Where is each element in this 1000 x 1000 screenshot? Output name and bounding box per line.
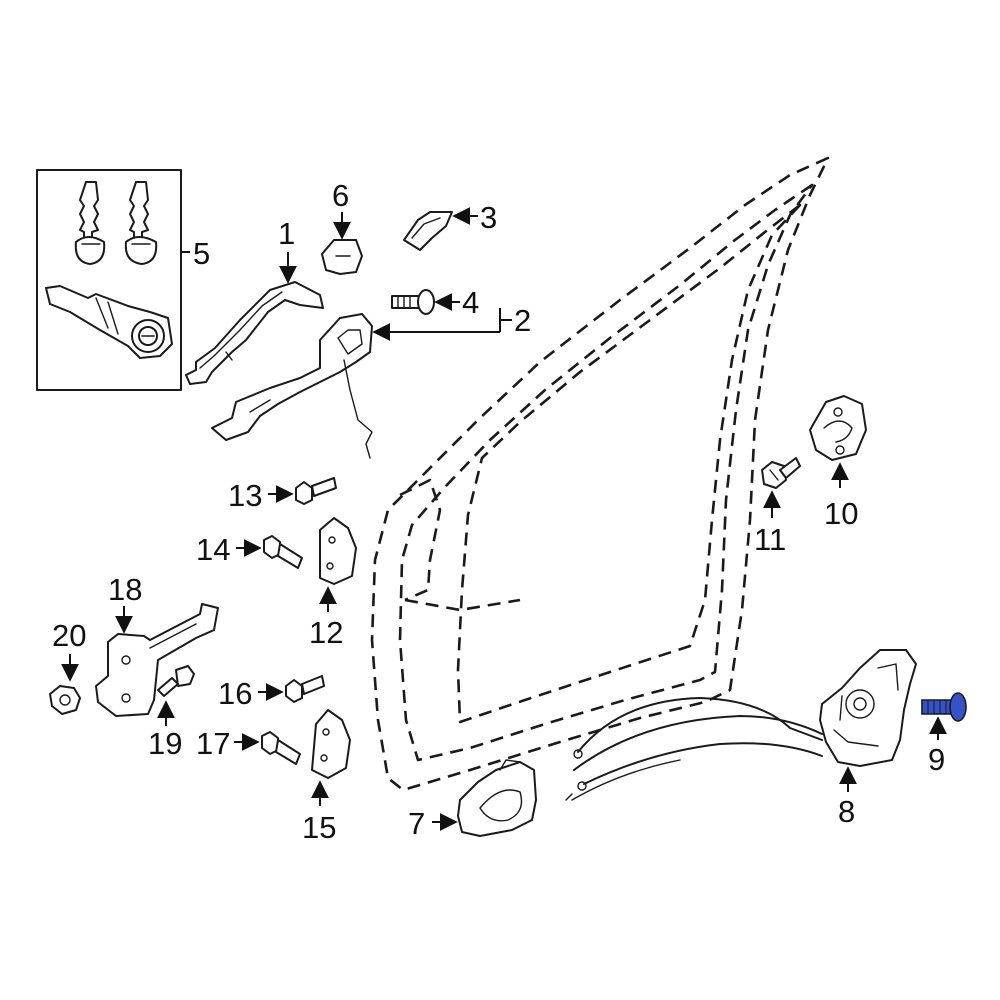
handle-frame[interactable] — [211, 313, 373, 459]
callout-14[interactable]: 14 — [196, 532, 230, 567]
striker[interactable] — [809, 395, 867, 461]
bolt-13[interactable] — [295, 477, 337, 505]
outer-handle[interactable] — [185, 281, 324, 385]
callout-16[interactable]: 16 — [218, 676, 252, 711]
handle-screw[interactable] — [391, 289, 435, 315]
door-outline — [370, 156, 830, 792]
handle-gasket[interactable] — [403, 211, 453, 251]
nut-20[interactable] — [49, 685, 81, 715]
handle-cap[interactable] — [321, 239, 363, 275]
callout-17[interactable]: 17 — [196, 726, 230, 761]
callout-8[interactable]: 8 — [838, 794, 855, 829]
callout-7[interactable]: 7 — [408, 806, 425, 841]
callout-15[interactable]: 15 — [302, 810, 336, 845]
callout-13[interactable]: 13 — [228, 478, 262, 513]
callout-4[interactable]: 4 — [462, 285, 479, 320]
lock-cylinder-set-box[interactable] — [36, 169, 182, 391]
bolt-17[interactable] — [261, 731, 301, 765]
lock-cover[interactable] — [457, 759, 537, 837]
key-icon — [74, 181, 106, 265]
callout-19[interactable]: 19 — [148, 726, 182, 761]
bolt-16[interactable] — [285, 675, 325, 703]
bolt-14[interactable] — [263, 535, 303, 569]
release-cables[interactable] — [565, 697, 823, 801]
callout-12[interactable]: 12 — [309, 615, 343, 650]
callout-9[interactable]: 9 — [928, 742, 945, 777]
callout-3[interactable]: 3 — [480, 200, 497, 235]
callout-5[interactable]: 5 — [193, 236, 210, 271]
callout-10[interactable]: 10 — [824, 496, 858, 531]
upper-hinge[interactable] — [319, 517, 357, 585]
bolt-19[interactable] — [157, 665, 195, 697]
callout-1[interactable]: 1 — [278, 216, 295, 251]
callout-20[interactable]: 20 — [52, 618, 86, 653]
striker-screw[interactable] — [761, 457, 801, 489]
callout-2[interactable]: 2 — [514, 303, 531, 338]
door-latch[interactable] — [819, 649, 917, 767]
key-icon — [124, 181, 158, 265]
callout-11[interactable]: 11 — [754, 522, 786, 557]
door-check[interactable] — [95, 603, 219, 717]
lock-cylinder-icon — [45, 285, 173, 359]
latch-screw-highlighted[interactable] — [921, 692, 967, 722]
callout-6[interactable]: 6 — [332, 178, 349, 213]
callout-18[interactable]: 18 — [108, 572, 142, 607]
lower-hinge[interactable] — [311, 709, 351, 779]
